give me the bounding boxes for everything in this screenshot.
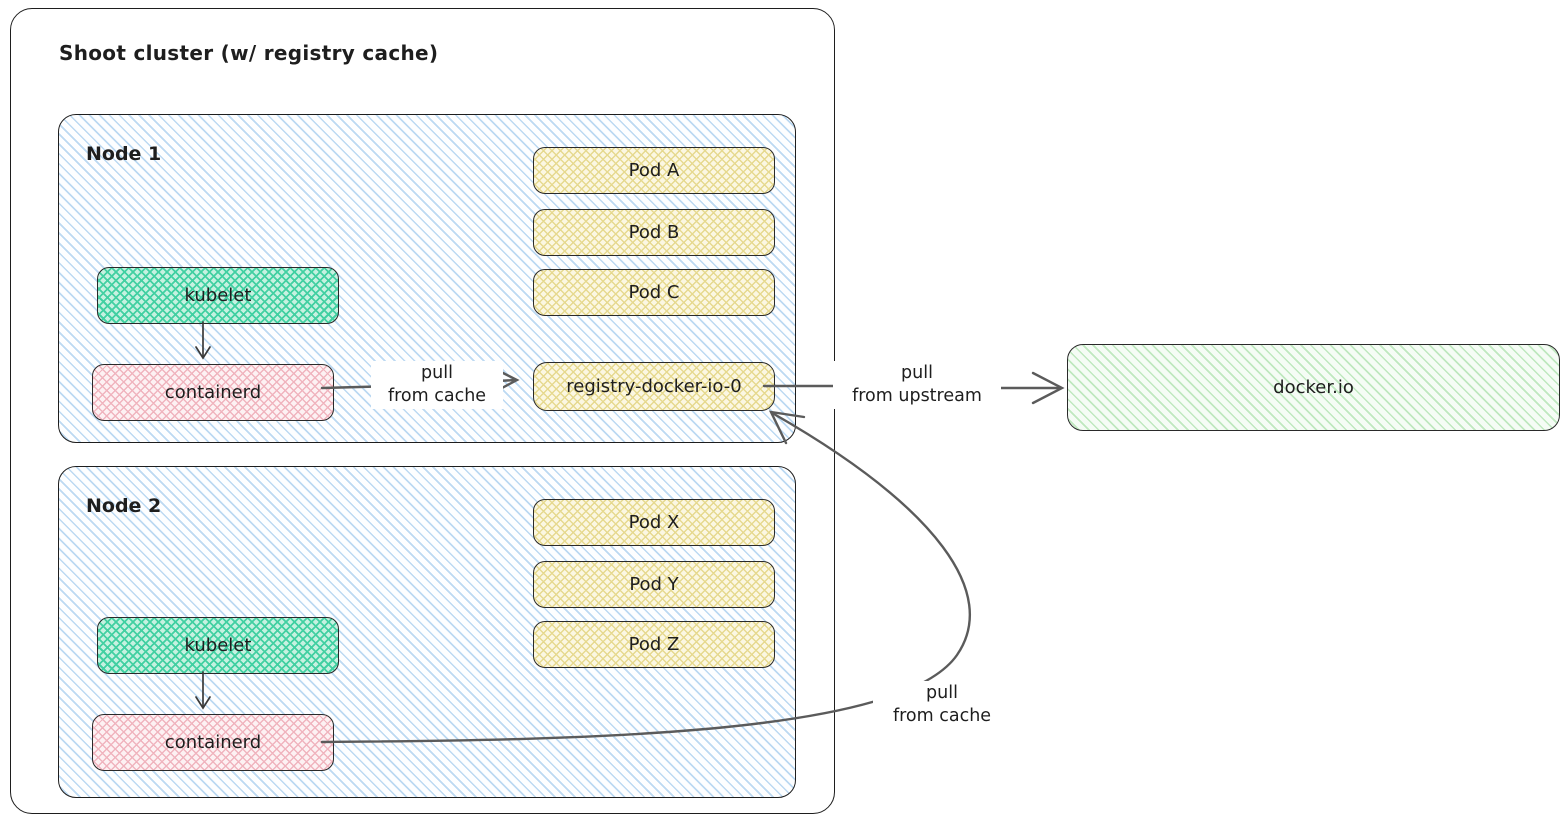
- node1-containerd-box: containerd: [92, 364, 334, 421]
- node2-containerd-box: containerd: [92, 714, 334, 771]
- edge-label-line: pull: [901, 363, 933, 383]
- node1-kubelet-box: kubelet: [97, 267, 339, 324]
- registry-cache-box: registry-docker-io-0: [533, 362, 775, 411]
- edge-label-line: from upstream: [852, 385, 982, 406]
- node2-box: Node 2 Pod X Pod Y Pod Z kubelet contain…: [58, 466, 796, 798]
- node1-label: Node 1: [86, 143, 162, 165]
- edge-label-line: from cache: [892, 705, 992, 726]
- node2-kubelet-label: kubelet: [184, 635, 252, 656]
- pod-c-box: Pod C: [533, 269, 775, 316]
- edge-label-pull-from-cache-node2: pull from cache: [873, 681, 1011, 729]
- pod-c-label: Pod C: [628, 282, 680, 303]
- pod-z-label: Pod Z: [628, 634, 680, 655]
- pod-y-label: Pod Y: [629, 574, 679, 595]
- upstream-docker-io-box: docker.io: [1067, 344, 1560, 431]
- pod-a-label: Pod A: [628, 160, 680, 181]
- edge-label-pull-from-cache-node1: pull from cache: [371, 361, 503, 409]
- node1-containerd-label: containerd: [164, 382, 262, 403]
- edge-label-line: pull: [421, 363, 453, 383]
- node2-label: Node 2: [86, 495, 162, 517]
- node2-containerd-label: containerd: [164, 732, 262, 753]
- edge-label-line: from cache: [387, 385, 487, 406]
- edge-label-line: pull: [926, 683, 958, 703]
- pod-b-label: Pod B: [628, 222, 680, 243]
- node1-kubelet-label: kubelet: [184, 285, 252, 306]
- upstream-docker-io-label: docker.io: [1273, 377, 1354, 398]
- pod-x-label: Pod X: [628, 512, 680, 533]
- pod-a-box: Pod A: [533, 147, 775, 194]
- registry-cache-label: registry-docker-io-0: [566, 376, 742, 397]
- pod-x-box: Pod X: [533, 499, 775, 546]
- shoot-cluster-box: Shoot cluster (w/ registry cache) Node 1…: [10, 8, 835, 814]
- pod-y-box: Pod Y: [533, 561, 775, 608]
- node2-kubelet-box: kubelet: [97, 617, 339, 674]
- edge-label-pull-from-upstream: pull from upstream: [833, 361, 1001, 409]
- pod-z-box: Pod Z: [533, 621, 775, 668]
- pod-b-box: Pod B: [533, 209, 775, 256]
- diagram-title: Shoot cluster (w/ registry cache): [59, 41, 439, 65]
- node1-box: Node 1 Pod A Pod B Pod C kubelet contain…: [58, 114, 796, 443]
